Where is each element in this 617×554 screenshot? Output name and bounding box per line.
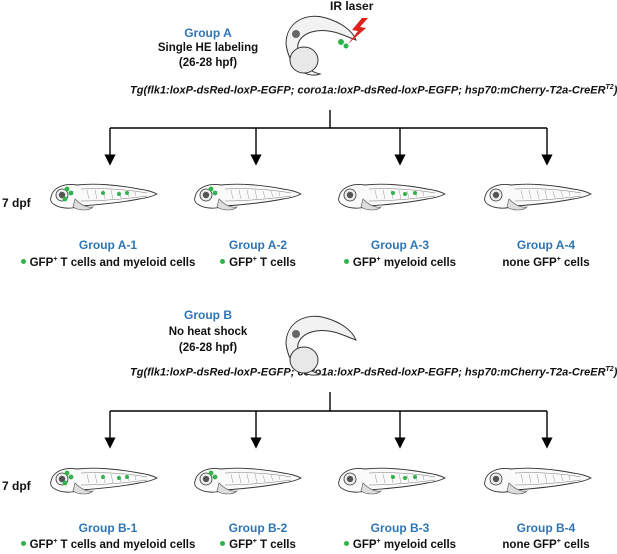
group-b3-desc: GFP+ myeloid cells xyxy=(335,538,465,551)
group-b-title: Group B xyxy=(184,308,232,322)
group-a-branch-lines xyxy=(104,110,553,166)
group-a-embryo xyxy=(285,15,357,76)
group-a1-title: Group A-1 xyxy=(78,238,138,252)
bullet-dot xyxy=(20,259,26,265)
larva-a2 xyxy=(194,183,302,211)
ir-laser-label: IR laser xyxy=(330,0,374,13)
larva-b4 xyxy=(484,467,592,495)
group-a-section: IR laser Group A Single HE labeling (26-… xyxy=(2,0,617,269)
group-a-transgene: Tg(flk1:loxP-dsRed-loxP-EGFP; coro1a:lox… xyxy=(130,84,617,97)
larva-b3 xyxy=(338,467,446,495)
group-b1-title: Group B-1 xyxy=(78,521,138,535)
group-a4-desc: none GFP+ cells xyxy=(502,256,590,269)
gfp-cell-marker xyxy=(338,39,344,45)
group-b2-desc: GFP+ T cells xyxy=(208,538,308,551)
group-a3-desc: GFP+ myeloid cells xyxy=(335,256,465,269)
larva-a1 xyxy=(50,183,158,211)
laser-bolt-icon xyxy=(348,18,368,44)
group-a-stage: 7 dpf xyxy=(2,196,31,210)
group-a-title: Group A xyxy=(184,26,232,40)
gfp-cell-marker xyxy=(343,43,349,49)
group-a2-desc: GFP+ T cells xyxy=(208,256,308,269)
group-b4-desc: none GFP+ cells xyxy=(502,538,590,551)
group-a-condition: Single HE labeling xyxy=(157,42,259,54)
group-b1-desc: GFP+ T cells and myeloid cells xyxy=(18,538,198,551)
group-b-timing: (26-28 hpf) xyxy=(178,342,238,354)
bullet-dot xyxy=(343,541,349,547)
group-b-stage: 7 dpf xyxy=(2,479,31,493)
bullet-dot xyxy=(220,259,226,265)
group-b-transgene: Tg(flk1:loxP-dsRed-loxP-EGFP; coro1a:lox… xyxy=(130,366,617,379)
group-b-embryo xyxy=(285,315,357,376)
group-b-branch-lines xyxy=(104,392,553,449)
group-a2-title: Group A-2 xyxy=(228,238,288,252)
group-b4-title: Group B-4 xyxy=(516,521,576,535)
bullet-dot xyxy=(220,541,226,547)
larva-b1 xyxy=(50,467,158,495)
group-a4-title: Group A-4 xyxy=(516,238,576,252)
group-a1-desc: GFP+ T cells and myeloid cells xyxy=(18,256,198,269)
group-b-section: Group B No heat shock (26-28 hpf) Tg(flk… xyxy=(0,300,617,554)
group-a-timing: (26-28 hpf) xyxy=(178,57,238,69)
bullet-dot xyxy=(343,259,349,265)
larva-a4 xyxy=(484,183,592,211)
larva-b2 xyxy=(194,467,302,495)
group-b2-title: Group B-2 xyxy=(228,521,288,535)
group-a3-title: Group A-3 xyxy=(370,238,430,252)
group-b-condition: No heat shock xyxy=(168,326,248,338)
bullet-dot xyxy=(20,541,26,547)
larva-a3 xyxy=(338,183,446,211)
group-b3-title: Group B-3 xyxy=(370,521,430,535)
